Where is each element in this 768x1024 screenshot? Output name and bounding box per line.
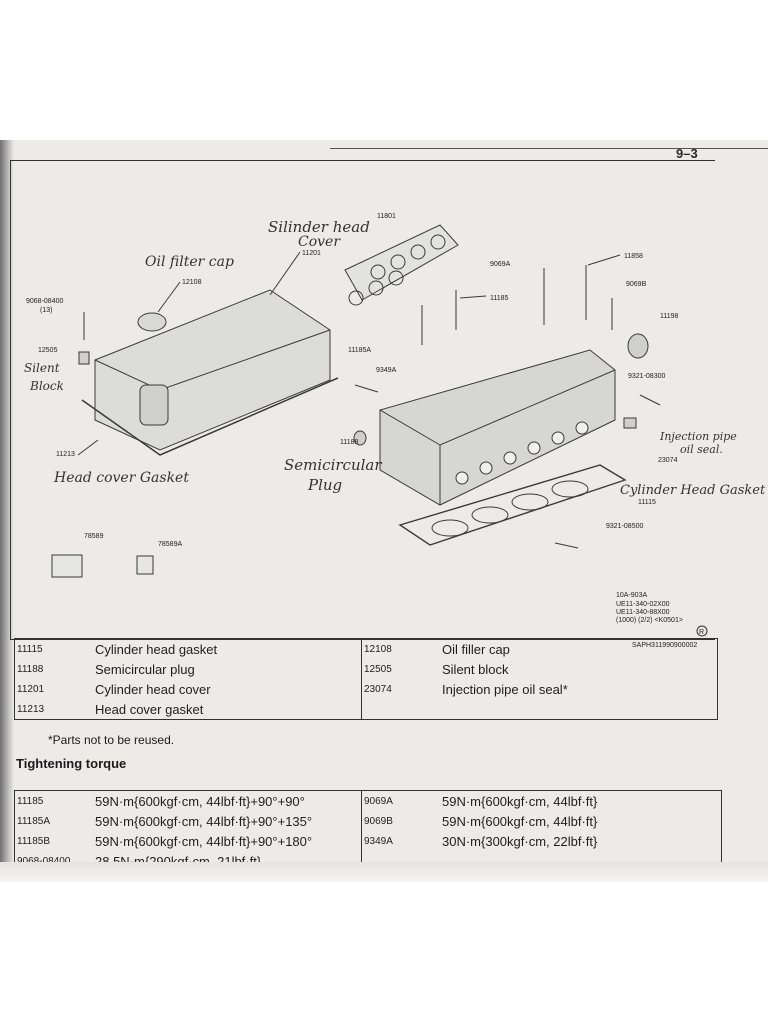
head-bolts: [354, 265, 661, 549]
torque-code: 9069A: [361, 790, 442, 811]
oil-filler-cap-shape: [137, 312, 167, 332]
label-78589: 78589: [84, 533, 104, 540]
torque-value: 59N·m{600kgf·cm, 44lbf·ft}: [442, 813, 598, 829]
label-11213: 11213: [56, 451, 75, 458]
label-11185A: 11185A: [348, 347, 371, 354]
handwritten-cylinder-head-gasket: Cylinder Head Gasket: [620, 483, 766, 498]
handwritten-silent-1: Silent: [24, 361, 60, 375]
part-code: 12505: [361, 659, 442, 679]
torque-code: 11185B: [17, 835, 50, 847]
label-9321-08300: 9321-08300: [628, 373, 665, 380]
part-code: 11201: [17, 683, 45, 695]
part-code: 12108: [361, 638, 442, 659]
torque-code: 9068-08400: [17, 855, 71, 867]
label-9068-08400: 9068-08400: [26, 298, 63, 305]
ref-line-3: UE11-340-88X00: [616, 609, 670, 616]
part-code: 11115: [17, 643, 43, 655]
handwritten-oil-filter-cap: Oil filter cap: [145, 254, 234, 270]
torque-value: 59N·m{600kgf·cm, 44lbf·ft}+90°+180°: [95, 833, 313, 849]
part-name: Cylinder head cover: [95, 681, 211, 697]
torque-section-title: Tightening torque: [16, 756, 127, 771]
label-12505: 12505: [38, 347, 58, 354]
page-bottom-shadow: [0, 862, 768, 882]
torque-value: 59N·m{600kgf·cm, 44lbf·ft}: [442, 793, 598, 809]
ref-line-4: (1000) (2/2) <K0501>: [616, 617, 683, 624]
label-13: (13): [40, 307, 52, 314]
ref-line-1: 10A-903A: [616, 592, 647, 599]
part-name: Oil filler cap: [442, 641, 510, 657]
handwritten-semicircular: Semicircular: [284, 456, 382, 474]
torque-table: 11185 59N·m{600kgf·cm, 44lbf·ft}+90°+90°…: [14, 790, 722, 872]
page-number: 9–3: [676, 146, 698, 161]
handwritten-injection-1: Injection pipe: [659, 430, 737, 443]
label-78589A: 78589A: [158, 541, 182, 548]
ref-mark: R: [699, 629, 704, 636]
part-name: Injection pipe oil seal*: [442, 681, 568, 697]
part-code: 11188: [17, 663, 44, 675]
label-11201: 11201: [302, 250, 321, 257]
part-name: Silent block: [442, 661, 509, 677]
label-11185: 11185: [490, 295, 509, 302]
handwritten-injection-2: oil seal.: [680, 443, 723, 456]
torque-code: 11185: [17, 795, 44, 807]
label-11188: 11188: [340, 439, 359, 446]
label-23074: 23074: [658, 457, 678, 464]
torque-value: 59N·m{600kgf·cm, 44lbf·ft}+90°+90°: [95, 793, 305, 809]
part-code: 23074: [361, 679, 442, 699]
ref-line-2: UE11-340-02X00: [616, 601, 670, 608]
oil-filler-neck: [139, 384, 169, 426]
label-11801: 11801: [377, 213, 396, 220]
cam-bearing-caps: [344, 224, 459, 306]
head-cover-gasket-shape: [81, 377, 339, 456]
handwritten-cylinder-head-cover-1: Silinder head: [268, 218, 370, 236]
label-11115: 11115: [638, 499, 656, 506]
label-11198: 11198: [660, 313, 679, 320]
part-code: 11213: [17, 703, 45, 715]
head-gasket-shape: [398, 464, 627, 546]
label-9321-08500: 9321-08500: [606, 523, 643, 530]
label-9349A: 9349A: [376, 367, 397, 374]
handwritten-cylinder-head-cover-2: Cover: [298, 234, 341, 250]
label-9069B: 9069B: [626, 281, 647, 288]
torque-value: 30N·m{300kgf·cm, 22lbf·ft}: [442, 833, 598, 849]
plug-11198: [627, 333, 649, 359]
part-name: Semicircular plug: [95, 661, 195, 677]
handwritten-plug: Plug: [307, 476, 342, 494]
handwritten-silent-2: Block: [29, 379, 64, 393]
parts-table: 11115 Cylinder head gasket 12108 Oil fil…: [14, 638, 718, 720]
cylinder-head-shape: [379, 349, 616, 506]
reuse-note: *Parts not to be reused.: [48, 733, 175, 747]
torque-value: 59N·m{600kgf·cm, 44lbf·ft}+90°+135°: [95, 813, 313, 829]
label-12108: 12108: [182, 279, 202, 286]
part-name: Cylinder head gasket: [95, 641, 218, 657]
label-11858: 11858: [624, 253, 643, 260]
torque-code: 11185A: [17, 815, 50, 827]
label-9069A: 9069A: [490, 261, 511, 268]
semicircular-plug-shape: [353, 430, 367, 446]
doc-code: SAPH311990900002: [632, 642, 697, 649]
torque-code: 9349A: [361, 831, 442, 851]
header-rule: [330, 148, 768, 149]
handwritten-head-cover-gasket: Head cover Gasket: [53, 470, 189, 486]
torque-code: 9069B: [361, 811, 442, 831]
part-name: Head cover gasket: [95, 701, 204, 717]
injection-seal-shape: [623, 417, 637, 429]
head-cover-shape: [94, 289, 331, 451]
